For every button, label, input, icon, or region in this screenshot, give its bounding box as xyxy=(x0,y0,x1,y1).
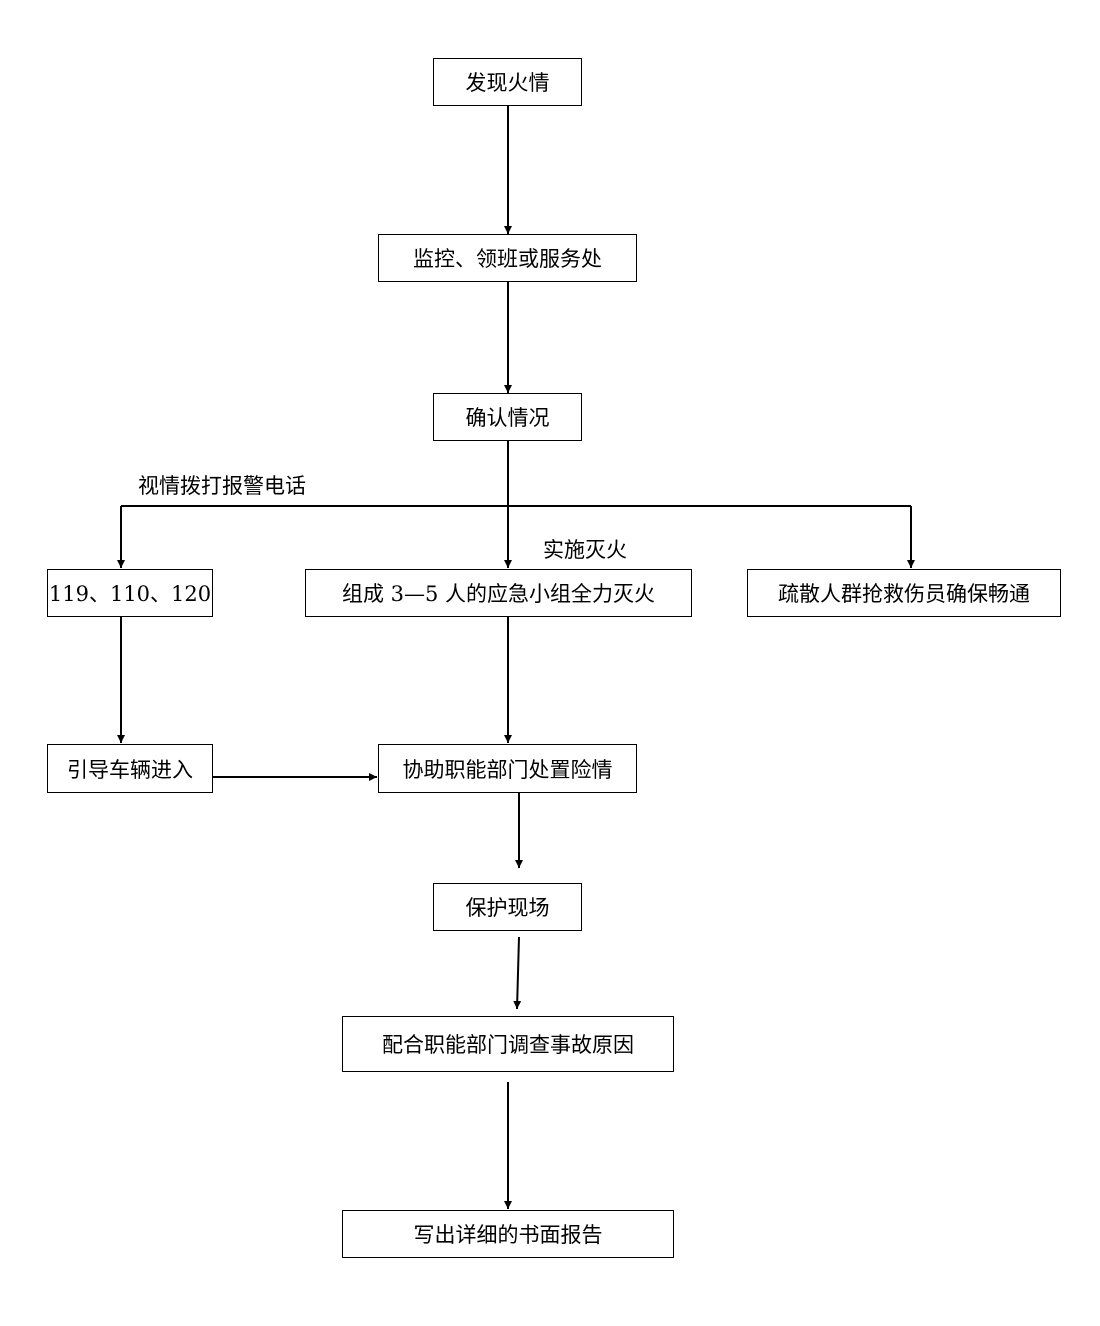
node-evacuate: 疏散人群抢救伤员确保畅通 xyxy=(747,569,1061,617)
node-discover-fire: 发现火情 xyxy=(433,58,582,106)
node-confirm-situation: 确认情况 xyxy=(433,393,582,441)
edge-label-call-police: 视情拨打报警电话 xyxy=(138,474,306,498)
edge-label-extinguish: 实施灭火 xyxy=(543,538,627,562)
node-guide-vehicles: 引导车辆进入 xyxy=(47,744,213,793)
node-firefight-team: 组成 3—5 人的应急小组全力灭火 xyxy=(305,569,692,617)
node-monitor-desk: 监控、领班或服务处 xyxy=(378,234,637,282)
arrow-protect-to-investigate xyxy=(513,936,522,1010)
node-assist-departments: 协助职能部门处置险情 xyxy=(378,744,637,793)
node-protect-scene: 保护现场 xyxy=(433,883,582,931)
node-investigate: 配合职能部门调查事故原因 xyxy=(342,1016,674,1072)
node-report: 写出详细的书面报告 xyxy=(342,1210,674,1258)
node-emergency-numbers: 119、110、120 xyxy=(47,569,213,617)
